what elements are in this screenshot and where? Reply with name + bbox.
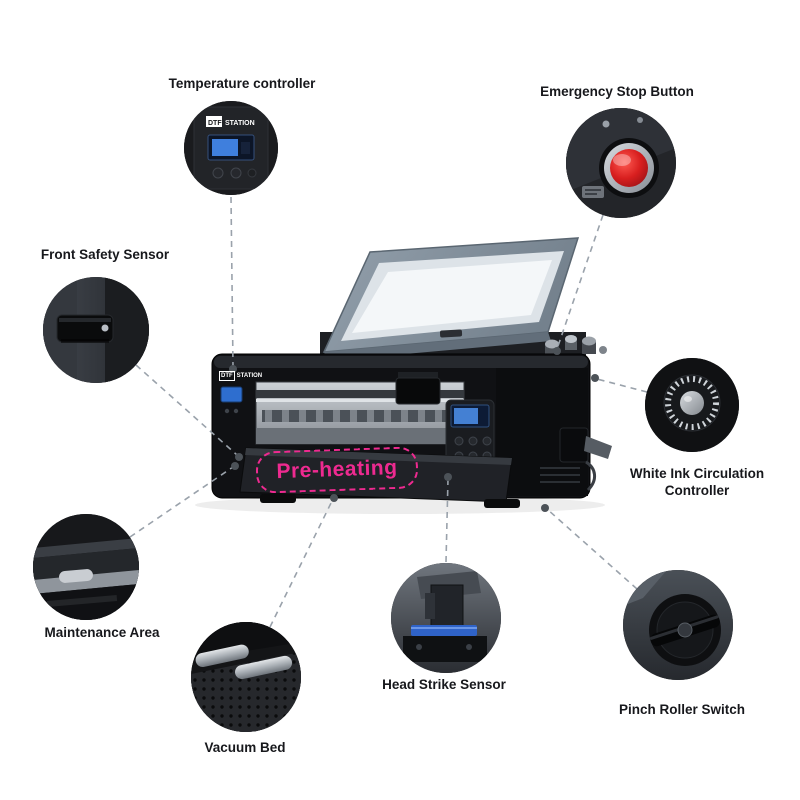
temp-controller-button	[247, 168, 257, 178]
printer-platen	[255, 372, 465, 445]
callout-photo-temperature-controller: DTF STATION	[184, 101, 278, 195]
callout-label-front-safety-sensor: Front Safety Sensor	[40, 247, 170, 262]
circulation-knob	[663, 374, 721, 432]
callout-photo-pinch-roller-switch	[623, 570, 733, 680]
callout-label-white-ink-circulation-controller: White Ink Circulation Controller	[629, 466, 765, 498]
callout-label-pinch-roller-switch: Pinch Roller Switch	[618, 702, 746, 717]
temp-controller-button	[212, 167, 224, 179]
strike-sensor-bracket	[425, 584, 464, 628]
callout-photo-head-strike-sensor	[391, 563, 501, 673]
emergency-stop-red-button	[610, 149, 648, 187]
printer-right-side	[540, 427, 612, 492]
callout-label-vacuum-bed: Vacuum Bed	[204, 740, 286, 755]
printer-ink-caps	[545, 335, 607, 356]
callout-photo-front-safety-sensor	[43, 277, 149, 383]
preheating-label: Pre-heating	[255, 446, 419, 494]
switch-pivot	[677, 622, 693, 638]
brand-logo-box: DTF	[219, 371, 235, 381]
printer-left-panel	[220, 386, 243, 414]
temp-controller-logo: DTF STATION	[206, 116, 255, 127]
svg-text:DTF: DTF	[208, 120, 222, 127]
callout-label-head-strike-sensor: Head Strike Sensor	[382, 677, 506, 692]
printer-front-cover	[239, 447, 520, 508]
safety-sensor-body	[56, 314, 114, 343]
callout-label-maintenance-area: Maintenance Area	[44, 625, 160, 640]
callout-connector-lines	[129, 196, 648, 628]
svg-text:STATION: STATION	[225, 120, 255, 127]
sensor-blue-bar	[411, 625, 477, 636]
callout-label-temperature-controller: Temperature controller	[168, 76, 316, 91]
print-head	[395, 377, 441, 405]
temp-controller-display	[207, 134, 255, 161]
callout-photo-white-ink-circulation-controller	[645, 358, 739, 452]
brand-logo-text: STATION	[236, 373, 263, 379]
callout-photo-emergency-stop-button	[566, 108, 676, 218]
panel-screw	[637, 117, 643, 123]
callout-photo-maintenance-area	[33, 514, 139, 620]
callout-label-emergency-stop-button: Emergency Stop Button	[540, 84, 694, 99]
printer-open-lid	[322, 237, 580, 361]
printer-brand-logo: DTF STATION	[219, 371, 262, 381]
callout-photo-vacuum-bed	[191, 622, 301, 732]
maintenance-roller	[59, 569, 93, 583]
panel-screw	[602, 120, 610, 128]
callout-anchor-dots	[229, 347, 599, 512]
temp-controller-button	[230, 167, 242, 179]
feed-rollers	[195, 644, 293, 680]
